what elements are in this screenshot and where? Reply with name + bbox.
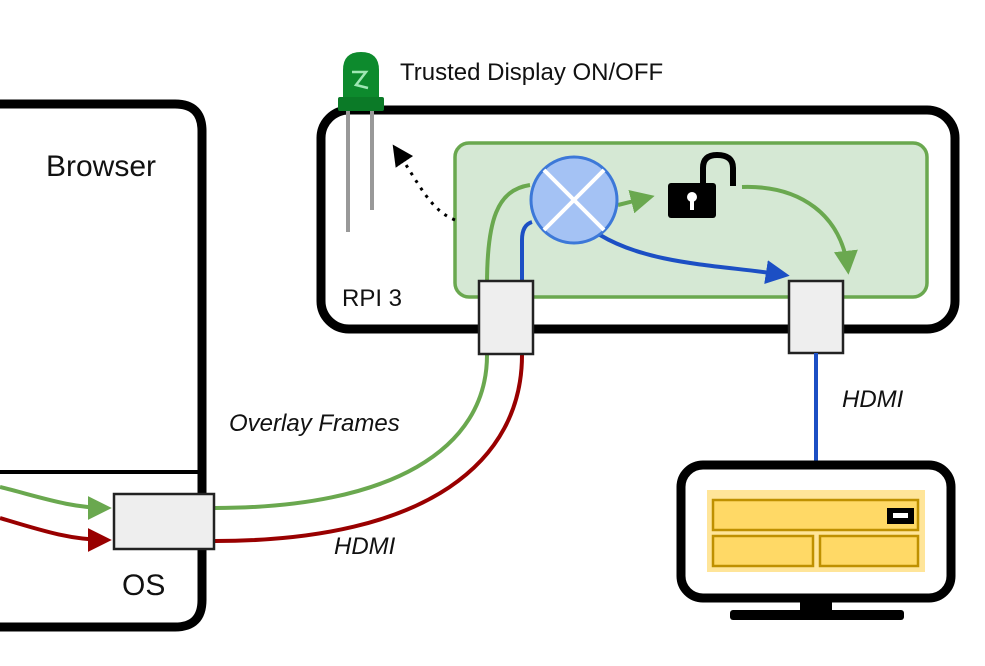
hdmi-into-mixer [520,220,533,285]
mixer-to-output-arrow [598,233,790,284]
monitor-icon [676,460,956,620]
overlay-frames-cable [214,354,489,510]
mixer-cross-icon [529,155,619,245]
rpi-output-port [787,279,845,355]
os-label: OS [122,569,165,602]
trusted-zone [453,141,929,299]
rpi-label: RPI 3 [342,285,402,312]
computer-box [0,99,207,632]
os-port [112,492,216,551]
hdmi-arrow-into-os [0,516,112,552]
monitor-hdmi-label: HDMI [842,386,904,413]
led-label: Trusted Display ON/OFF [400,59,663,86]
led-control-dotted-arrow [392,144,456,222]
overlay-arrow-into-os [0,485,112,520]
led-icon [338,52,384,232]
rpi-input-port [477,279,535,356]
unlocked-padlock-icon [668,151,736,218]
hdmi-cable [214,354,524,543]
hdmi-cable-label: HDMI [334,533,396,560]
overlay-into-mixer [485,183,531,286]
lock-to-output-arrow [741,184,858,275]
mixer-to-lock-arrow [617,190,655,214]
overlay-frames-label: Overlay Frames [229,410,400,437]
browser-label: Browser [46,150,156,183]
